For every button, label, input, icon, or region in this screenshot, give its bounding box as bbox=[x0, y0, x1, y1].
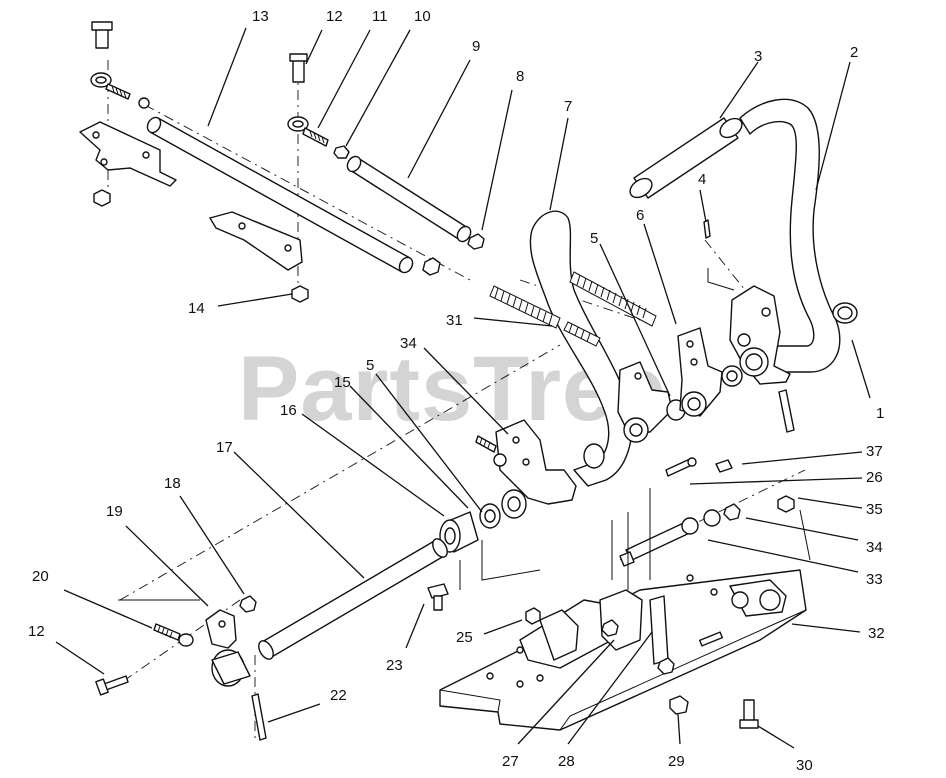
callout-30: 30 bbox=[796, 757, 813, 774]
bracket-assembly-left bbox=[79, 21, 177, 207]
pins-26-33-37 bbox=[619, 457, 795, 567]
callout-19: 19 bbox=[106, 503, 123, 520]
base-plate-32 bbox=[439, 569, 807, 731]
callout-10: 10 bbox=[414, 8, 431, 25]
callout-8: 8 bbox=[516, 68, 524, 85]
callout-34-lower: 34 bbox=[866, 539, 883, 556]
handle-2 bbox=[739, 98, 858, 433]
callout-23: 23 bbox=[386, 657, 403, 674]
callout-1: 1 bbox=[876, 405, 884, 422]
handle-tube-3 bbox=[629, 117, 743, 199]
callout-22: 22 bbox=[330, 687, 347, 704]
callout-26: 26 bbox=[866, 469, 883, 486]
callout-5-upper: 5 bbox=[590, 230, 598, 247]
callout-18: 18 bbox=[164, 475, 181, 492]
callout-2: 2 bbox=[850, 44, 858, 61]
bolt-23 bbox=[427, 583, 449, 611]
eyebolt-assembly-middle bbox=[287, 53, 350, 159]
callout-20: 20 bbox=[32, 568, 49, 585]
callout-6: 6 bbox=[636, 207, 644, 224]
callout-32: 32 bbox=[868, 625, 885, 642]
callout-16: 16 bbox=[280, 402, 297, 419]
bushings-15-16 bbox=[439, 489, 527, 553]
callout-labels: 13 12 11 10 9 8 7 3 2 4 6 5 14 31 34 5 1… bbox=[28, 8, 885, 774]
bracket-right-4 bbox=[703, 219, 791, 385]
pivot-bracket-5-6 bbox=[617, 327, 743, 443]
leader-lines bbox=[55, 27, 871, 749]
callout-12-lower: 12 bbox=[28, 623, 45, 640]
callout-28: 28 bbox=[558, 753, 575, 770]
callout-14: 14 bbox=[188, 300, 205, 317]
callout-27: 27 bbox=[502, 753, 519, 770]
callout-15: 15 bbox=[334, 374, 351, 391]
callout-12: 12 bbox=[326, 8, 343, 25]
callout-5-lower: 5 bbox=[366, 357, 374, 374]
callout-33: 33 bbox=[866, 571, 883, 588]
callout-31: 31 bbox=[446, 312, 463, 329]
callout-7: 7 bbox=[564, 98, 572, 115]
pivot-bracket-34 bbox=[475, 419, 577, 505]
reference-lines bbox=[118, 268, 811, 601]
callout-35: 35 bbox=[866, 501, 883, 518]
bracket-14 bbox=[209, 211, 309, 303]
callout-4: 4 bbox=[698, 171, 706, 188]
hardware-29-30 bbox=[669, 695, 759, 729]
callout-17: 17 bbox=[216, 439, 233, 456]
rod-13 bbox=[146, 116, 441, 276]
callout-34-upper: 34 bbox=[400, 335, 417, 352]
callout-9: 9 bbox=[472, 38, 480, 55]
callout-29: 29 bbox=[668, 753, 685, 770]
callout-3: 3 bbox=[754, 48, 762, 65]
cross-shaft-17 bbox=[258, 538, 448, 660]
springs-31 bbox=[489, 271, 657, 347]
callout-11: 11 bbox=[372, 8, 388, 25]
callout-13: 13 bbox=[252, 8, 269, 25]
rod-9 bbox=[346, 155, 485, 250]
lever-assembly-left bbox=[95, 595, 267, 741]
callout-37: 37 bbox=[866, 443, 883, 460]
callout-25: 25 bbox=[456, 629, 473, 646]
